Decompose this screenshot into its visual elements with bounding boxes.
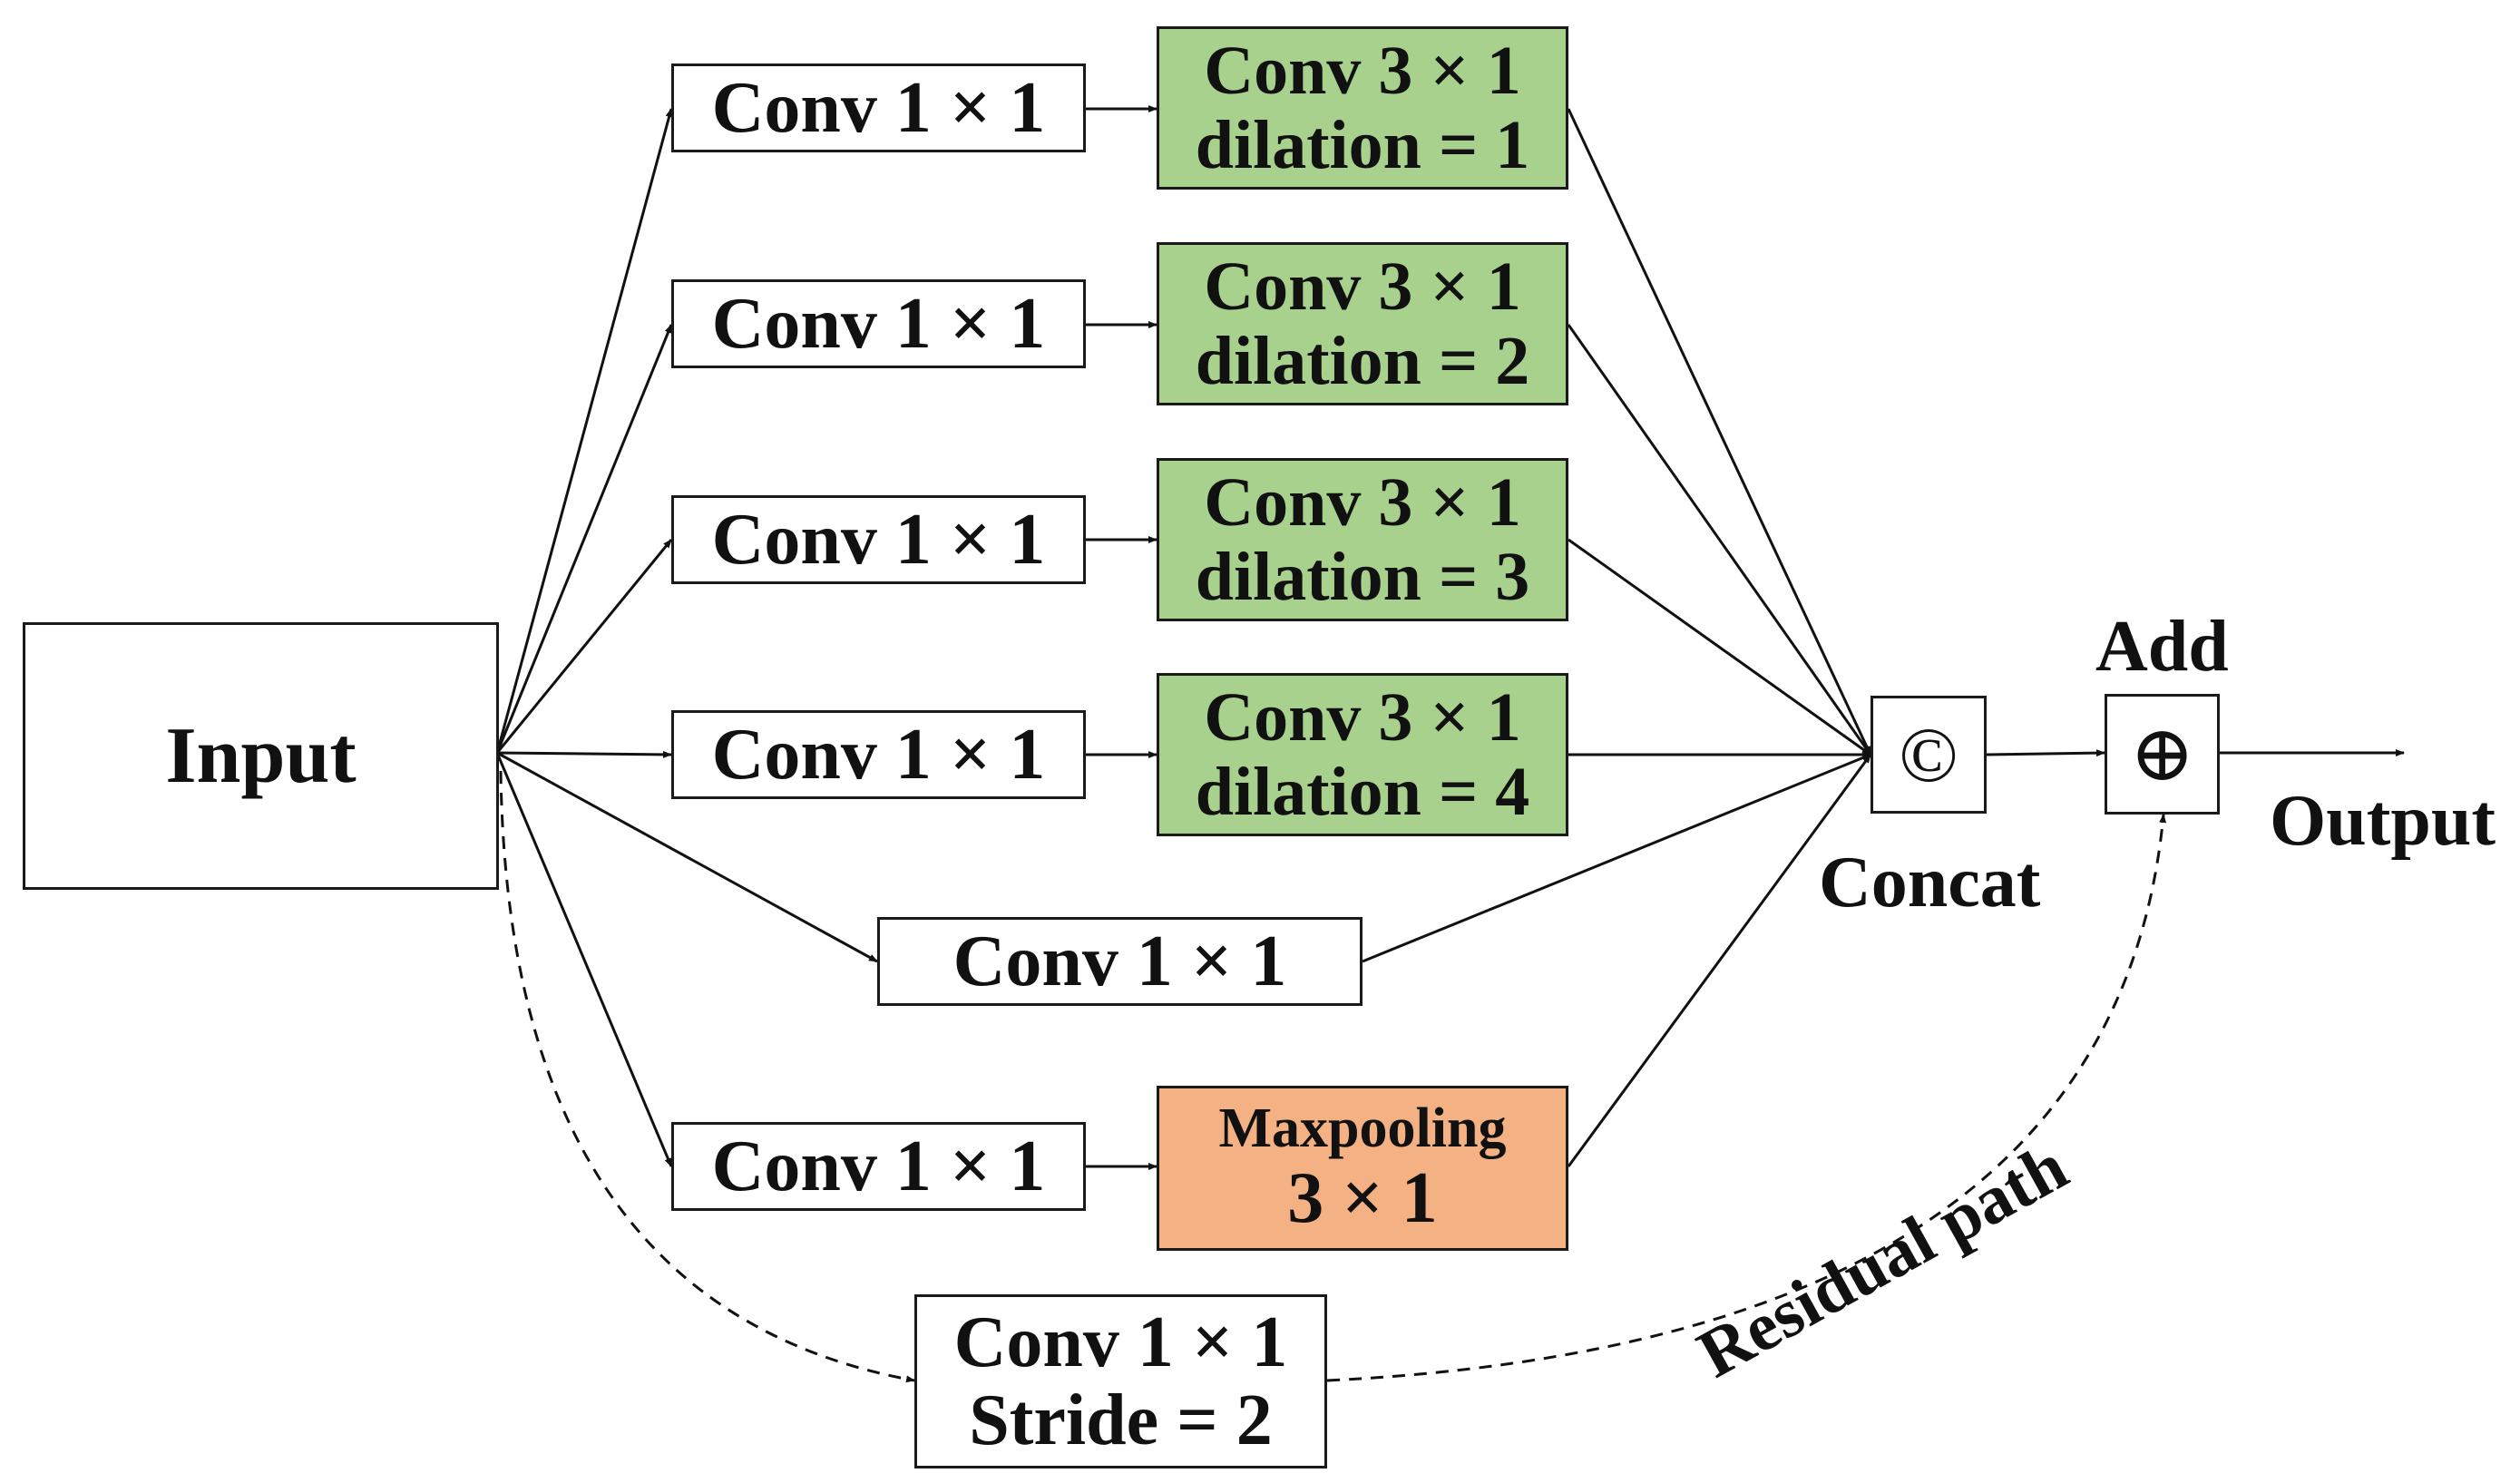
maxpooling-line1: Maxpooling	[1218, 1098, 1507, 1160]
concat-icon: ©	[1899, 710, 1958, 798]
dilated-conv-branch1: Conv 3 × 1 dilation = 1	[1157, 26, 1568, 190]
conv1x1-branch4-label: Conv 1 × 1	[711, 714, 1046, 795]
conv1x1-branch2: Conv 1 × 1	[671, 279, 1086, 368]
dilated-conv-branch4-line1: Conv 3 × 1	[1204, 678, 1521, 756]
residual-conv-line2: Stride = 2	[969, 1381, 1273, 1460]
conv1x1-single-branch: Conv 1 × 1	[877, 917, 1363, 1006]
edge-input-to-conv1-branch3	[495, 539, 673, 754]
edge-conv3-branch1-to-concat	[1567, 108, 1872, 756]
conv1x1-branch1-label: Conv 1 × 1	[711, 67, 1046, 148]
edge-residual-conv-to-add	[1326, 814, 2167, 1382]
edge-single-conv-to-concat	[1362, 753, 1871, 963]
conv1x1-branch3: Conv 1 × 1	[671, 495, 1086, 584]
conv1x1-pool-branch: Conv 1 × 1	[671, 1122, 1086, 1211]
edge-conv3-branch3-to-concat	[1568, 538, 1871, 756]
add-icon: ⊕	[2129, 710, 2195, 798]
edge-input-to-residual-conv	[499, 770, 915, 1383]
edge-input-to-conv1-branch4	[496, 750, 672, 758]
dilated-conv-branch3: Conv 3 × 1 dilation = 3	[1157, 458, 1568, 621]
residual-conv-block: Conv 1 × 1 Stride = 2	[914, 1294, 1327, 1468]
input-block: Input	[23, 622, 499, 890]
maxpooling-block: Maxpooling 3 × 1	[1157, 1086, 1568, 1251]
edge-input-to-conv1-branch2	[495, 324, 673, 754]
residual-conv-line1: Conv 1 × 1	[953, 1302, 1288, 1382]
dilated-conv-branch2: Conv 3 × 1 dilation = 2	[1157, 242, 1568, 405]
conv1x1-single-branch-label: Conv 1 × 1	[952, 921, 1287, 1001]
maxpooling-line2: 3 × 1	[1287, 1158, 1438, 1239]
dilated-conv-branch1-line1: Conv 3 × 1	[1204, 32, 1521, 109]
conv1x1-branch2-label: Conv 1 × 1	[711, 283, 1046, 364]
conv1x1-branch4: Conv 1 × 1	[671, 710, 1086, 799]
add-node: ⊕	[2105, 694, 2220, 815]
dilated-conv-branch2-line2: dilation = 2	[1195, 323, 1530, 399]
conv1x1-branch1: Conv 1 × 1	[671, 63, 1086, 152]
conv1x1-branch3-label: Conv 1 × 1	[711, 499, 1046, 580]
dilated-conv-branch2-line1: Conv 3 × 1	[1204, 248, 1521, 325]
concat-label: Concat	[1819, 843, 2041, 922]
edge-input-to-pool-conv1	[495, 752, 673, 1167]
dilated-conv-branch3-line1: Conv 3 × 1	[1204, 463, 1521, 541]
concat-node: ©	[1870, 696, 1987, 814]
conv1x1-pool-branch-label: Conv 1 × 1	[711, 1126, 1046, 1206]
dilated-conv-branch4-line2: dilation = 4	[1195, 754, 1530, 830]
dilated-conv-branch4: Conv 3 × 1 dilation = 4	[1157, 673, 1568, 836]
dilated-conv-branch3-line2: dilation = 3	[1195, 539, 1530, 615]
edge-input-to-conv1-branch1	[495, 108, 673, 754]
input-label: Input	[165, 711, 357, 800]
edge-input-to-single-conv	[496, 751, 878, 963]
output-label: Output	[2270, 781, 2496, 861]
edge-concat-to-add	[1986, 749, 2105, 757]
edge-maxpool-to-concat	[1567, 754, 1872, 1167]
edge-conv3-branch2-to-concat	[1567, 324, 1872, 756]
add-label: Add	[2095, 607, 2229, 687]
dilated-conv-branch1-line2: dilation = 1	[1195, 107, 1530, 183]
